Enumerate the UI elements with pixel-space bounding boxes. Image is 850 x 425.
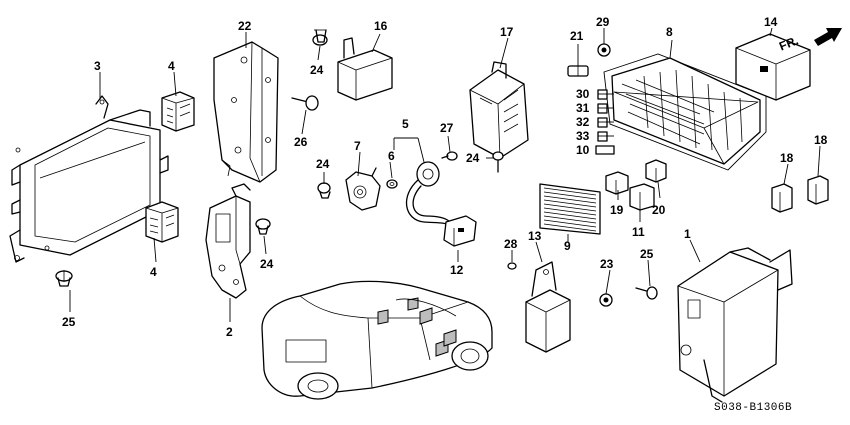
callout-3: 3 <box>94 59 101 73</box>
callout-28: 28 <box>504 237 518 251</box>
part-19-relay <box>605 171 629 195</box>
callout-10: 10 <box>576 143 590 157</box>
part-8-fuse-box <box>603 53 767 171</box>
callout-2: 2 <box>226 325 233 339</box>
part-27-bolt <box>441 151 458 161</box>
callout-23: 23 <box>600 257 614 271</box>
callout-9: 9 <box>564 239 571 253</box>
part-7-sensor-bracket <box>345 167 381 211</box>
front-arrow-icon <box>814 28 842 46</box>
callout-32: 32 <box>576 115 590 129</box>
callout-29: 29 <box>596 15 610 29</box>
part-4-connector-upper <box>161 91 195 132</box>
part-24-bolt-b <box>312 29 328 46</box>
callout-24-a: 24 <box>260 257 274 271</box>
callout-5: 5 <box>402 117 409 131</box>
front-direction-indicator: FR. <box>777 28 842 54</box>
part-24-bolt-a <box>255 218 271 235</box>
callout-4-upper: 4 <box>168 59 175 73</box>
part-3-ecu <box>9 95 169 263</box>
part-25-bolt-left <box>55 270 73 287</box>
callout-6: 6 <box>388 149 395 163</box>
callout-1: 1 <box>684 227 691 241</box>
callout-11: 11 <box>632 225 645 239</box>
part-1-control-module <box>677 247 793 403</box>
part-26-bolt <box>291 95 319 111</box>
callout-20: 20 <box>652 203 666 217</box>
callout-12: 12 <box>450 263 464 277</box>
callout-18-b: 18 <box>814 133 828 147</box>
callout-labels: 3 4 4 25 22 2 24 24 16 26 17 7 6 5 24 27… <box>62 15 828 339</box>
part-16-relay <box>337 37 393 101</box>
part-28-clip <box>507 262 517 270</box>
vehicle-silhouette <box>261 280 493 400</box>
part-12-connector <box>443 215 477 247</box>
callout-24-b: 24 <box>310 63 324 77</box>
part-32-fuse <box>597 117 608 128</box>
leader-lines <box>69 27 821 322</box>
callout-16: 16 <box>374 19 388 33</box>
callout-26: 26 <box>294 135 308 149</box>
callout-21: 21 <box>570 29 584 43</box>
callout-17: 17 <box>500 25 514 39</box>
callout-18-a: 18 <box>780 151 794 165</box>
part-21-fuse <box>567 65 589 77</box>
callout-14: 14 <box>764 15 778 29</box>
part-29-cap <box>597 43 611 57</box>
part-23-grommet <box>599 293 613 307</box>
callout-30: 30 <box>576 87 590 101</box>
callout-25-left: 25 <box>62 315 76 329</box>
part-5-sensor <box>405 161 451 227</box>
part-25-bolt-right <box>635 286 658 300</box>
callout-7: 7 <box>354 139 361 153</box>
part-18-connector-b <box>807 175 829 205</box>
part-10-fuse <box>595 145 615 155</box>
callout-25-right: 25 <box>640 247 654 261</box>
callout-8: 8 <box>666 25 673 39</box>
part-20-relay <box>645 159 667 183</box>
callout-31: 31 <box>576 101 590 115</box>
part-24-bolt-c <box>317 182 331 199</box>
part-4-connector-lower <box>145 201 179 243</box>
part-31-fuse <box>597 103 608 114</box>
part-30-fuse <box>597 89 608 100</box>
part-33-fuse <box>597 131 608 142</box>
part-9-label <box>539 183 601 235</box>
part-22-bracket <box>213 41 279 183</box>
part-24-bolt-d <box>492 151 504 173</box>
callout-19: 19 <box>610 203 624 217</box>
callout-4-lower: 4 <box>150 265 157 279</box>
callout-22: 22 <box>238 19 252 33</box>
part-18-connector-a <box>771 183 793 213</box>
part-11-relay <box>629 183 655 211</box>
part-13-relay <box>525 261 571 353</box>
callout-13: 13 <box>528 229 542 243</box>
callout-27: 27 <box>440 121 454 135</box>
part-2-bracket <box>205 183 251 299</box>
part-17-control-unit <box>469 61 529 159</box>
diagram-code: S038-B1306B <box>714 402 792 414</box>
callout-24-d: 24 <box>466 151 480 165</box>
part-14-module <box>735 33 811 101</box>
front-direction-label: FR. <box>777 33 800 53</box>
part-6-nut <box>386 179 398 189</box>
callout-33: 33 <box>576 129 590 143</box>
callout-24-c: 24 <box>316 157 330 171</box>
